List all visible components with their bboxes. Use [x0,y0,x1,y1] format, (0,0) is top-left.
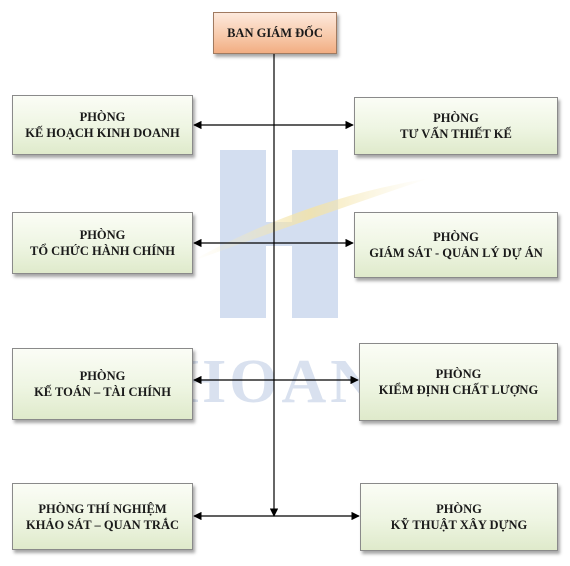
box-ke-toan-tai-chinh: PHÒNG KẾ TOÁN – TÀI CHÍNH [12,348,193,420]
box-label-line1: PHÒNG [436,502,482,516]
box-label-line1: PHÒNG [79,110,126,124]
box-label: BAN GIÁM ĐỐC [227,26,323,40]
box-ban-giam-doc: BAN GIÁM ĐỐC [213,12,337,54]
box-label-line2: KẾ HOẠCH KINH DOANH [25,126,180,140]
box-label-line1: PHÒNG [79,228,126,242]
box-to-chuc-hanh-chinh: PHÒNG TỔ CHỨC HÀNH CHÍNH [12,212,193,274]
box-label-line2: KIỂM ĐỊNH CHẤT LƯỢNG [378,383,539,397]
box-thi-nghiem-khao-sat: PHÒNG THÍ NGHIỆM KHẢO SÁT – QUAN TRẮC [12,483,193,550]
watermark-bar-right [292,150,338,318]
box-label-line2: KẾ TOÁN – TÀI CHÍNH [34,385,171,399]
box-ky-thuat-xay-dung: PHÒNG KỸ THUẬT XÂY DỰNG [360,483,558,551]
box-label-line2: KỸ THUẬT XÂY DỰNG [390,518,528,532]
box-label-line1: PHÒNG [433,111,479,125]
box-tu-van-thiet-ke: PHÒNG TƯ VẤN THIẾT KẾ [354,97,558,155]
box-label-line1: PHÒNG [79,369,126,383]
box-label-line2: TƯ VẤN THIẾT KẾ [400,127,512,141]
box-kiem-dinh-chat-luong: PHÒNG KIỂM ĐỊNH CHẤT LƯỢNG [359,343,558,421]
box-label-line1: PHÒNG [435,367,482,381]
box-label-line2: KHẢO SÁT – QUAN TRẮC [25,517,180,532]
box-ke-hoach-kinh-doanh: PHÒNG KẾ HOẠCH KINH DOANH [12,95,193,155]
box-label-line2: TỔ CHỨC HÀNH CHÍNH [29,244,176,258]
box-label-line1: PHÒNG [433,230,479,244]
box-label-line1: PHÒNG THÍ NGHIỆM [38,501,167,516]
box-giam-sat-quan-ly-du-an: PHÒNG GIÁM SÁT - QUẢN LÝ DỰ ÁN [354,212,558,278]
box-label-line2: GIÁM SÁT - QUẢN LÝ DỰ ÁN [369,246,543,260]
